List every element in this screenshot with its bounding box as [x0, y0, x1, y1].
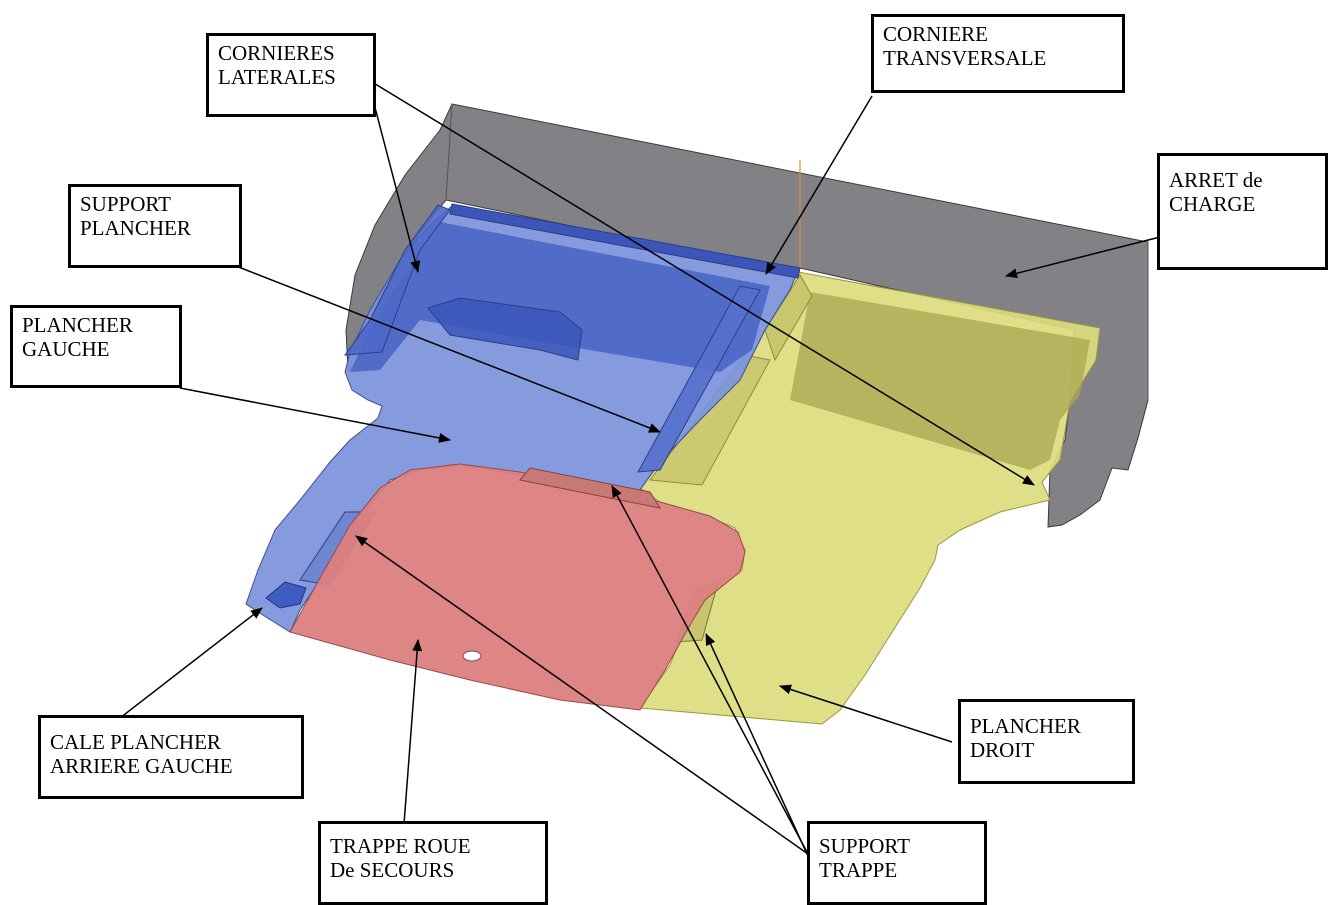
leader-cornieres-left [371, 95, 421, 273]
label-line: TRANSVERSALE [883, 46, 1047, 70]
label-line: PLANCHER [22, 313, 133, 337]
leader-support-trappe-1 [355, 535, 809, 855]
trappe-roue-part [289, 463, 746, 711]
label-corniere-transversale: CORNIERE TRANSVERSALE [871, 14, 1125, 93]
leader-lines [119, 81, 1161, 857]
label-line: CORNIERE [883, 22, 988, 46]
plancher-gauche-part [245, 203, 801, 633]
label-line: De SECOURS [330, 858, 455, 882]
label-line: TRAPPE ROUE [330, 834, 471, 858]
label-line: PLANCHER [80, 216, 191, 240]
label-plancher-gauche: PLANCHER GAUCHE [10, 305, 182, 388]
label-line: DROIT [970, 738, 1035, 762]
label-line: SUPPORT [819, 834, 910, 858]
label-trappe-roue: TRAPPE ROUE De SECOURS [318, 821, 548, 905]
label-plancher-droit: PLANCHER DROIT [958, 699, 1135, 784]
label-cale-plancher: CALE PLANCHER ARRIERE GAUCHE [38, 715, 304, 799]
leader-support-trappe-3 [705, 633, 809, 857]
leader-support-trappe-2 [611, 485, 809, 855]
label-line: SUPPORT [80, 192, 171, 216]
label-line: ARRET de [1169, 168, 1263, 192]
leader-trappe-roue [403, 639, 423, 825]
label-line: TRAPPE [819, 858, 898, 882]
label-line: ARRIERE GAUCHE [50, 754, 233, 778]
label-line: CORNIERES [218, 41, 335, 65]
leader-corniere-transversale [765, 95, 873, 275]
label-line: PLANCHER [970, 714, 1081, 738]
leader-plancher-droit [779, 684, 953, 743]
label-cornieres-laterales: CORNIERES LATERALES [206, 33, 376, 117]
label-line: LATERALES [218, 65, 336, 89]
label-line: CALE PLANCHER [50, 730, 221, 754]
label-support-plancher: SUPPORT PLANCHER [68, 184, 242, 268]
label-arret-de-charge: ARRET de CHARGE [1157, 153, 1328, 270]
label-line: GAUCHE [22, 337, 110, 361]
label-line: CHARGE [1169, 192, 1256, 216]
leader-arret-de-charge [1005, 236, 1161, 279]
leader-support-plancher [235, 265, 661, 433]
leader-cale-plancher [119, 607, 263, 719]
leader-plancher-gauche [179, 387, 451, 443]
label-support-trappe: SUPPORT TRAPPE [807, 821, 987, 905]
leader-cornieres-right [371, 81, 1035, 486]
